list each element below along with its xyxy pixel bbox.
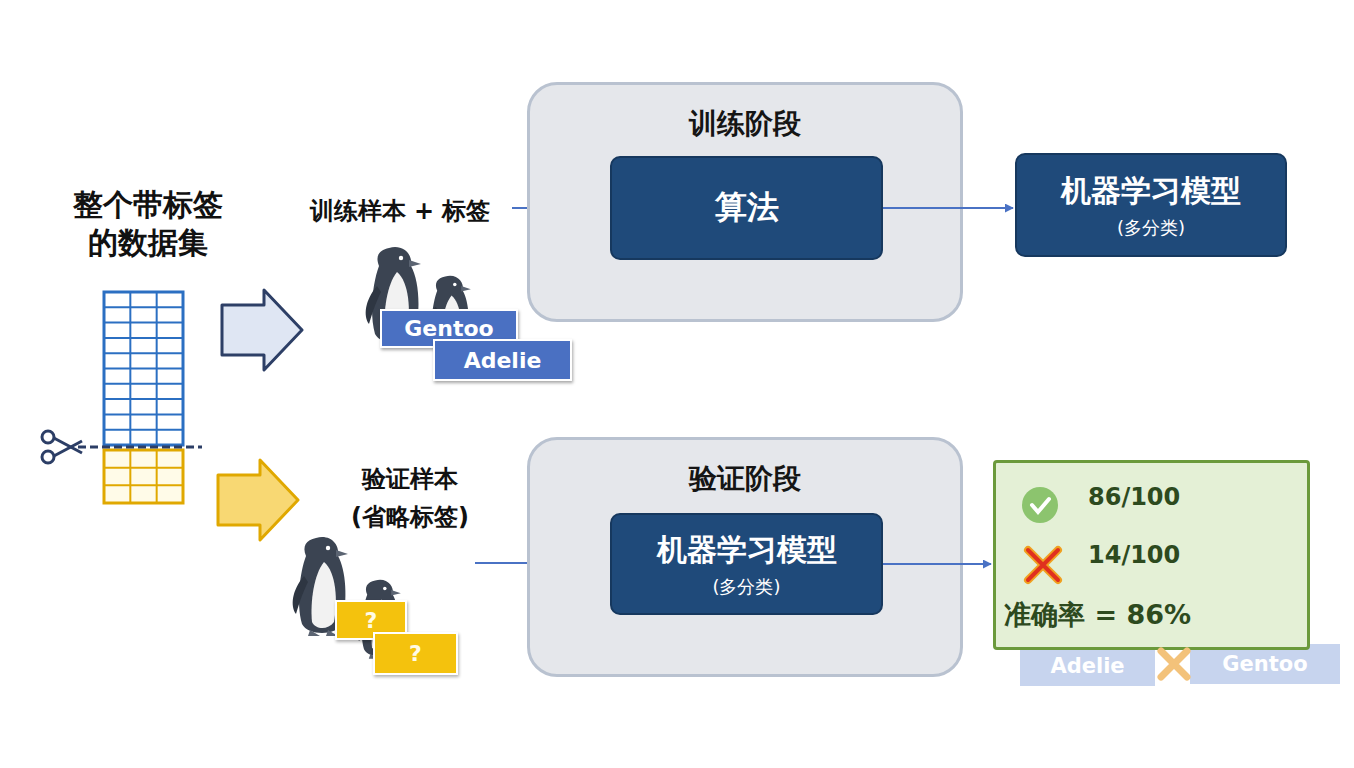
predicted-label-tag: Adelie (1020, 646, 1155, 686)
box-title: 机器学习模型 (657, 530, 837, 571)
tag-text: Adelie (464, 348, 542, 373)
grid-line (104, 306, 183, 308)
validation-data-grid (104, 450, 183, 503)
process-box: 算法 (610, 156, 883, 260)
text-label: 验证样本 (省略标签) (350, 460, 470, 536)
stage-container: 算法训练阶段 (527, 82, 963, 322)
grid-line (104, 337, 183, 339)
tag-text: Gentoo (404, 316, 493, 341)
box-title: 机器学习模型 (1061, 171, 1241, 212)
grid-line (104, 322, 183, 324)
tag-text: Gentoo (1222, 652, 1307, 676)
predicted-label-tag: Gentoo (1190, 644, 1340, 684)
penguin-feet (308, 630, 338, 636)
penguin-eye (399, 256, 403, 260)
penguin-beak (336, 550, 348, 557)
stage-container: 机器学习模型 (多分类) 验证阶段 (527, 437, 963, 677)
grid-line (156, 450, 158, 503)
grid-line (104, 368, 183, 370)
scissors-blade (52, 441, 82, 457)
box-subtitle: (多分类) (712, 575, 780, 599)
grid-line (104, 484, 183, 486)
grid-line (104, 398, 183, 400)
penguin-eye (453, 283, 457, 287)
box-title: 算法 (715, 186, 779, 230)
box-subtitle: (多分类) (1117, 216, 1185, 240)
grid-line (104, 352, 183, 354)
result-value: 准确率 = 86% (1004, 597, 1191, 633)
scissors-icon (42, 431, 82, 463)
grid-line (104, 467, 183, 469)
grid-frame (104, 292, 183, 445)
training-data-grid (104, 292, 183, 445)
split-arrow (222, 290, 302, 370)
wrong-prediction-mark (1161, 651, 1187, 677)
penguin-flipper (293, 576, 308, 614)
grid-line (104, 429, 183, 431)
process-box: 机器学习模型 (多分类) (1015, 153, 1287, 257)
penguin-eye (326, 546, 330, 550)
cross-mark (1161, 651, 1187, 677)
penguin-beak (409, 260, 421, 267)
text-label: 训练样本 + 标签 (280, 196, 520, 226)
grid-line (104, 413, 183, 415)
grid-line (104, 383, 183, 385)
unknown-label-tag: ? (373, 632, 458, 675)
cut-line (78, 446, 202, 449)
penguin-flipper (366, 286, 381, 324)
tag-text: Adelie (1050, 654, 1124, 678)
penguin-beak (461, 286, 471, 292)
tag-text: ? (365, 608, 378, 633)
grid-line (129, 450, 131, 503)
grid-frame (104, 450, 183, 503)
result-value: 14/100 (1088, 541, 1180, 569)
tag-text: ? (409, 641, 422, 666)
penguin-beak (391, 590, 401, 596)
stage-title: 验证阶段 (530, 460, 960, 498)
result-panel: 86/100 14/100 准确率 = 86% (993, 460, 1310, 650)
result-value: 86/100 (1088, 483, 1180, 511)
scissors-handle (42, 451, 54, 463)
process-box: 机器学习模型 (多分类) (610, 513, 883, 615)
penguin-eye (383, 587, 387, 591)
scissors-handle (42, 431, 54, 443)
split-arrow (218, 460, 298, 540)
class-label-tag: Adelie (433, 339, 572, 381)
stage-title: 训练阶段 (530, 105, 960, 143)
penguin-belly (312, 562, 336, 628)
text-label: 整个带标签的数据集 (63, 186, 233, 262)
